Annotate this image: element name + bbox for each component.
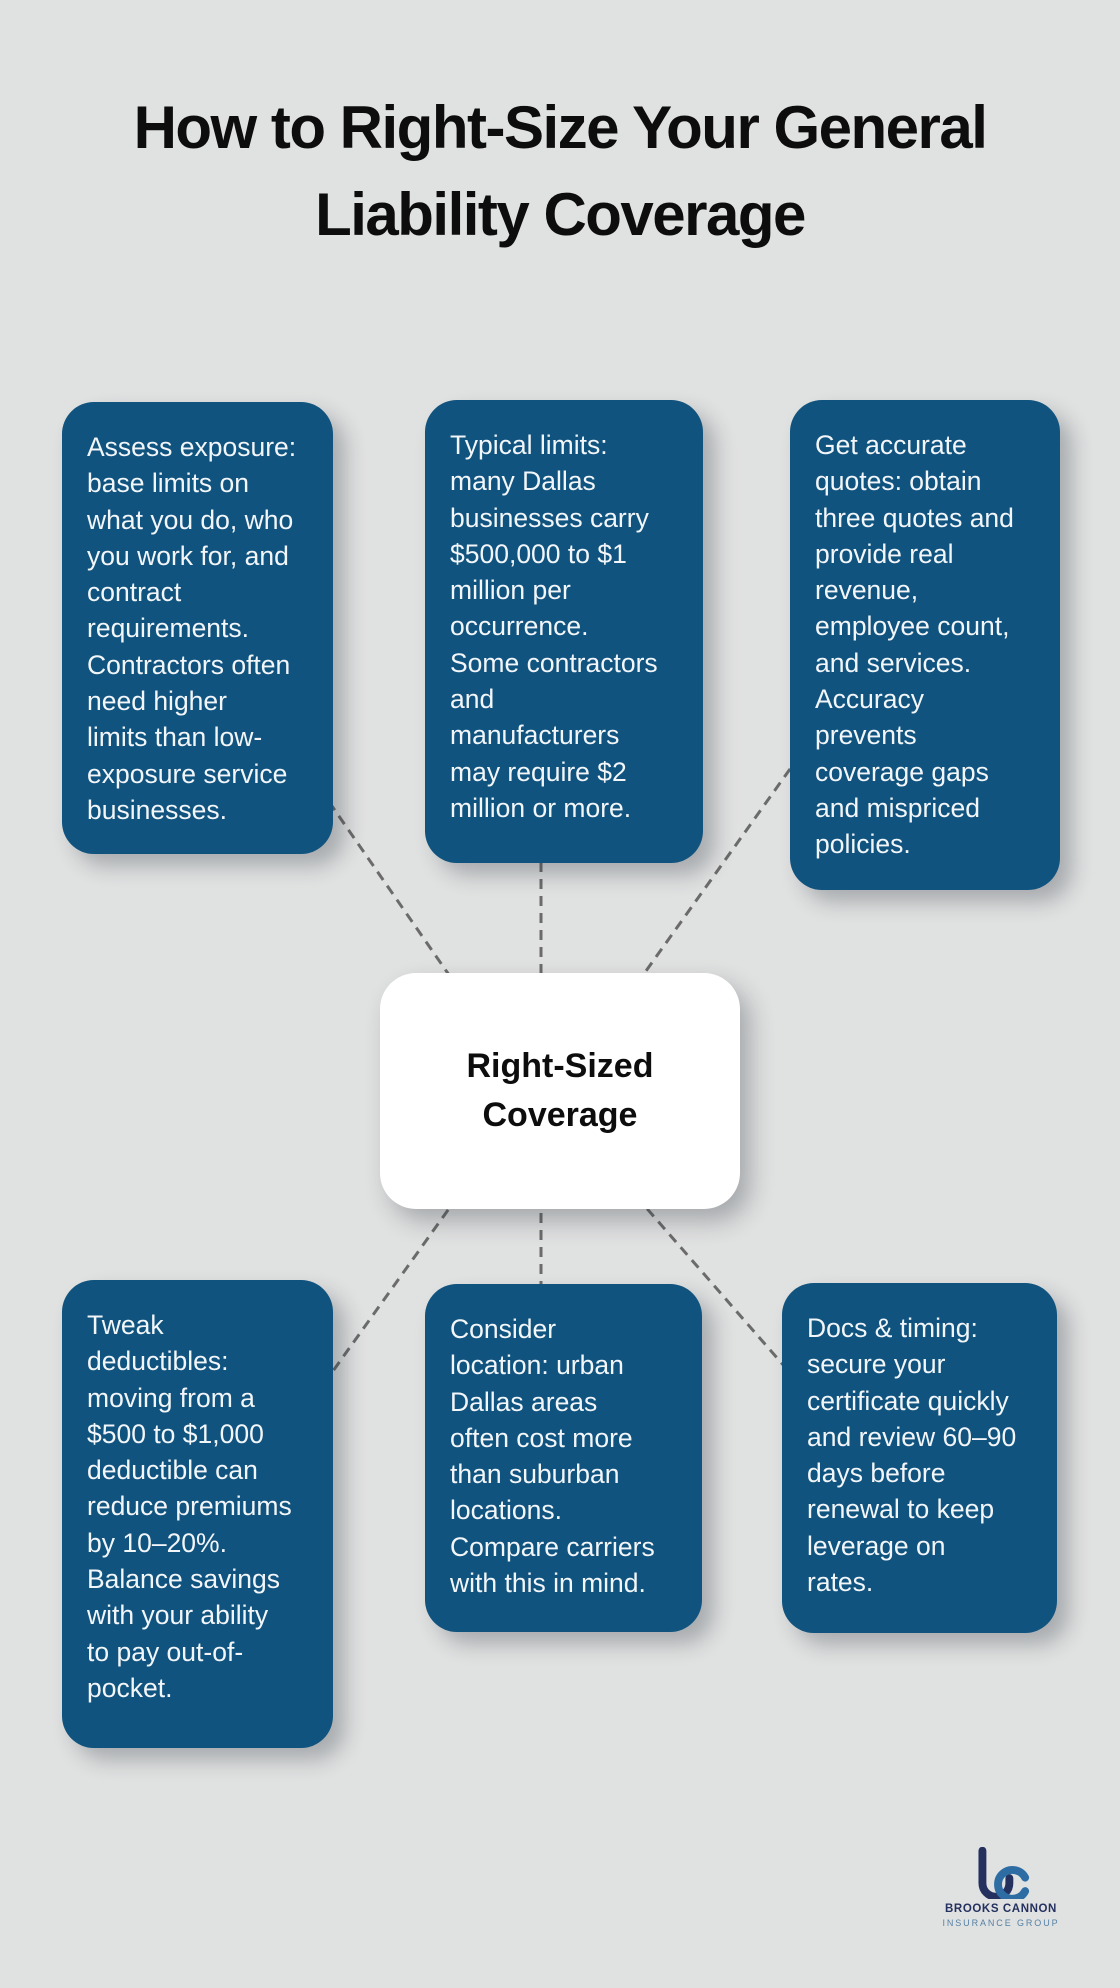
info-box-get-accurate-quotes: Get accurate quotes: obtain three quotes…: [790, 400, 1060, 890]
bc-monogram-icon: [978, 1847, 1030, 1899]
connector-bottom-right: [634, 1195, 807, 1391]
center-node: Right-Sized Coverage: [380, 973, 740, 1209]
connector-top-right: [634, 754, 802, 986]
page-title: How to Right-Size Your General Liability…: [133, 94, 988, 248]
brand-name: BROOKS CANNON: [945, 1903, 1057, 1915]
info-box-assess-exposure: Assess exposure: base limits on what you…: [62, 402, 333, 854]
info-box-docs-and-timing: Docs & timing: secure your certificate q…: [782, 1283, 1057, 1633]
connector-top-left: [298, 759, 458, 986]
brand-logo: BROOKS CANNON INSURANCE GROUP: [915, 1847, 1087, 1928]
info-box-tweak-deductibles: Tweak deductibles: moving from a $500 to…: [62, 1280, 333, 1748]
brand-tagline: INSURANCE GROUP: [942, 1918, 1060, 1928]
info-box-consider-location: Consider location: urban Dallas areas of…: [425, 1284, 702, 1632]
info-box-typical-limits: Typical limits: many Dallas businesses c…: [425, 400, 703, 863]
